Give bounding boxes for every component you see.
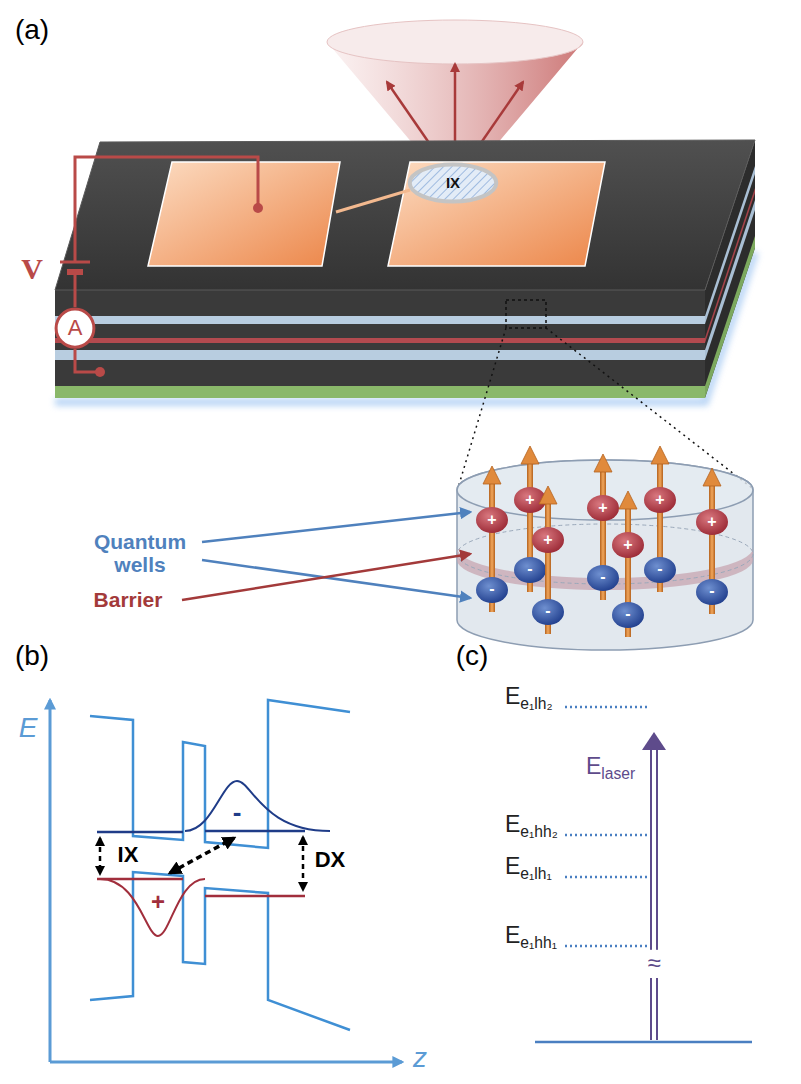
- charge-sign: +: [655, 491, 664, 509]
- charge-sign: -: [625, 605, 630, 623]
- panel-label: (a): [15, 15, 49, 46]
- break-symbol: ≈: [645, 950, 662, 976]
- charge-sign: -: [709, 582, 714, 600]
- label-subscript: e₁lh₂: [520, 695, 552, 712]
- energy-level-label: Ee₁hh₁: [505, 923, 557, 952]
- charge-sign: -: [600, 568, 605, 586]
- charge-sign: -: [657, 560, 662, 578]
- ammeter-symbol: A: [54, 307, 96, 349]
- charge-sign: +: [623, 536, 632, 554]
- label-subscript: e₁hh₁: [520, 934, 557, 951]
- transition-label: DX: [315, 848, 346, 872]
- laser-label: Elaser: [586, 754, 635, 783]
- charge-sign: +: [543, 531, 552, 549]
- charge-sign: -: [545, 602, 550, 620]
- exciton-dipole: [612, 491, 644, 637]
- charge-sign: -: [233, 798, 242, 827]
- energy-level-label: Ee₁lh₁: [505, 854, 552, 883]
- label-part: E: [505, 811, 520, 837]
- label-part: E: [586, 753, 601, 779]
- charge-sign: +: [707, 513, 716, 531]
- energy-level-label: Ee₁hh₂: [505, 812, 558, 841]
- label-subscript: e₁hh₂: [520, 823, 557, 840]
- magnified-spot: IX: [406, 161, 500, 205]
- region-label: Quantum wells: [80, 530, 200, 576]
- exciton-dipole: [644, 446, 676, 592]
- axis-label: E: [19, 713, 38, 744]
- exciton-dipole: [587, 454, 619, 600]
- charge-sign: +: [151, 889, 165, 915]
- ammeter-label: A: [68, 316, 83, 340]
- charge-sign: -: [527, 560, 532, 578]
- charge-sign: +: [598, 499, 607, 517]
- exciton-dipole: [696, 468, 728, 614]
- exciton-label: IX: [446, 175, 460, 192]
- exciton-dipole: [532, 486, 564, 634]
- energy-level-label: Ee₁lh₂: [505, 684, 553, 713]
- panel-label: (b): [15, 641, 49, 672]
- charge-sign: +: [487, 511, 496, 529]
- voltage-label: V: [21, 252, 43, 285]
- label-subscript: laser: [601, 765, 635, 782]
- label-subscript: e₁lh₁: [520, 865, 551, 882]
- charge-sign: -: [489, 580, 494, 598]
- exciton-dipole: [514, 446, 546, 592]
- exciton-dipole: [476, 466, 508, 612]
- panel-label: (c): [456, 641, 489, 672]
- label-part: E: [505, 922, 520, 948]
- charge-sign: +: [525, 491, 534, 509]
- transition-label: IX: [118, 843, 139, 867]
- axis-label: z: [413, 1043, 427, 1074]
- label-part: E: [505, 683, 520, 709]
- label-part: E: [505, 853, 520, 879]
- region-label: Barrier: [94, 588, 163, 611]
